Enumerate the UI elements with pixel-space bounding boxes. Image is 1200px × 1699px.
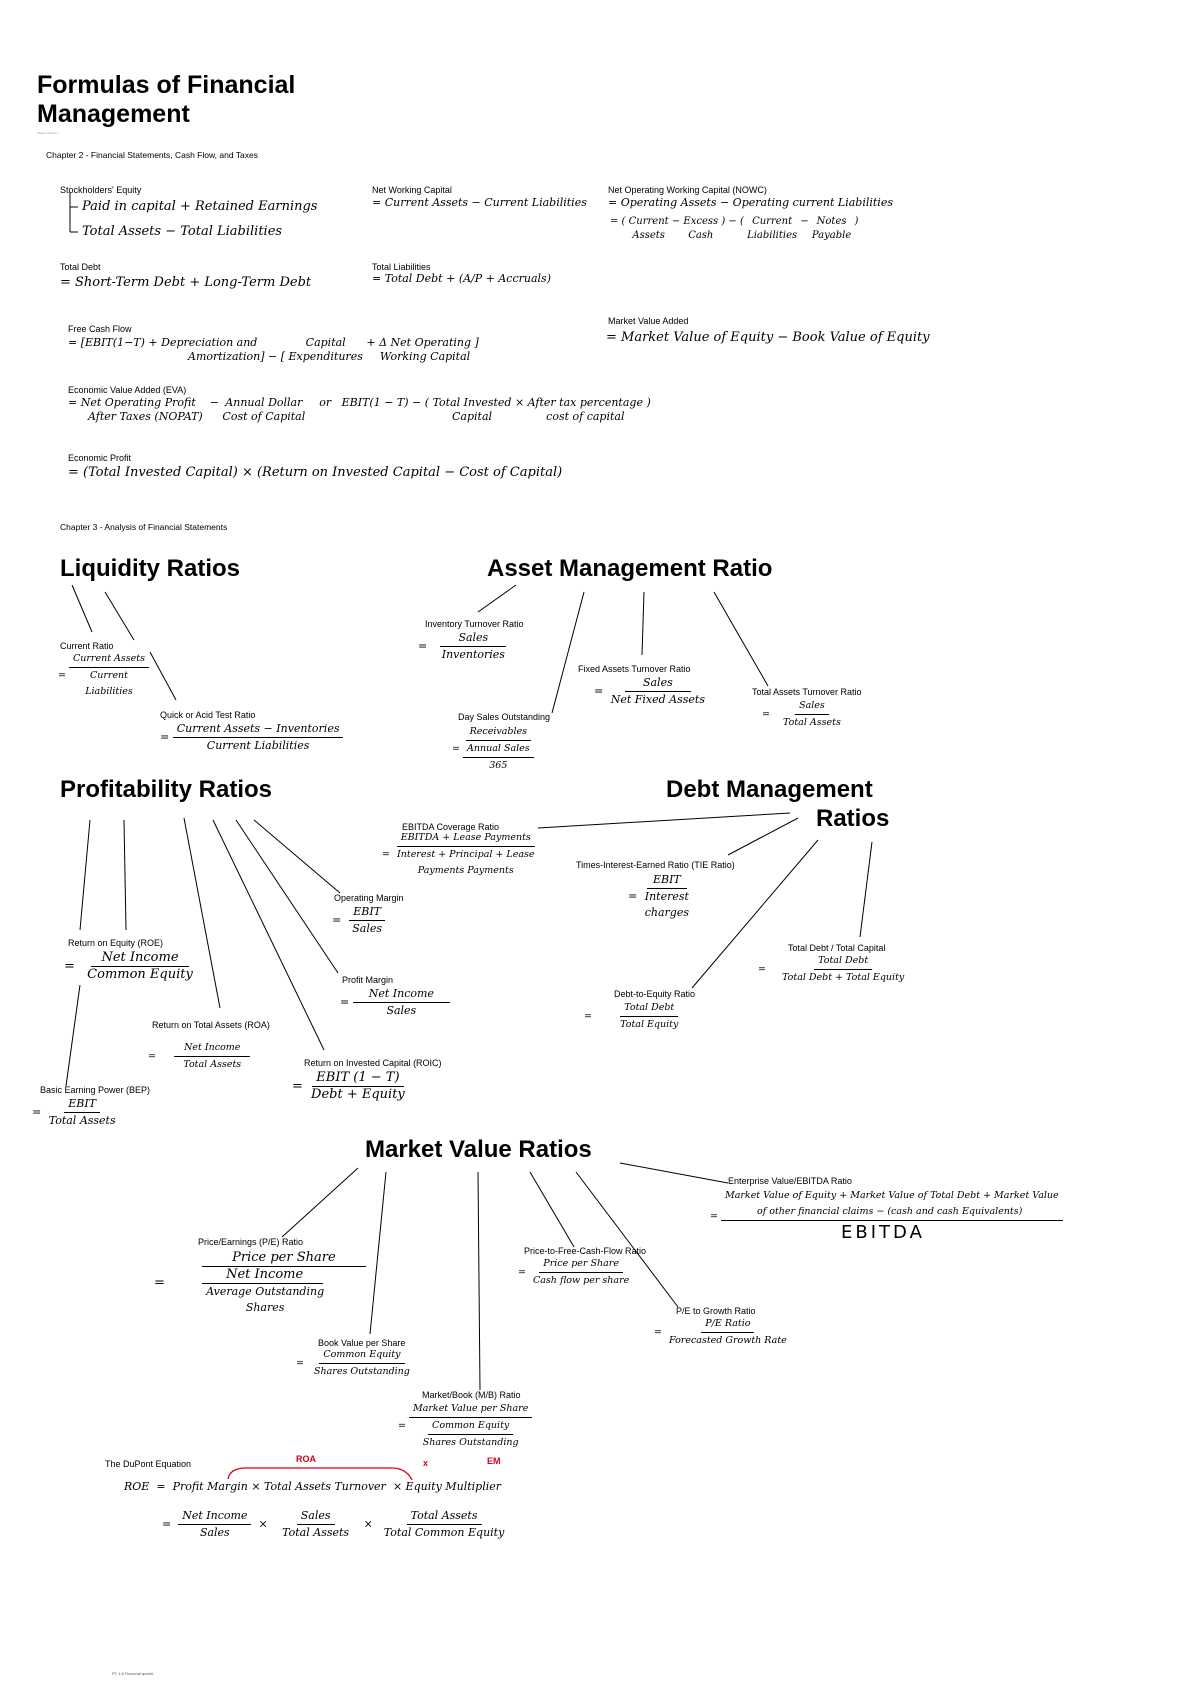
operating-margin-label: Operating Margin <box>334 893 404 903</box>
ebitda-coverage-label: EBITDA Coverage Ratio <box>402 822 500 832</box>
debt-management-title-1: Debt Management <box>666 776 873 803</box>
page-title: Formulas of Financial Management <box>37 71 317 129</box>
peg-label: P/E to Growth Ratio <box>676 1306 756 1316</box>
dupont-roa-brace <box>227 1467 413 1481</box>
tie-label: Times-Interest-Earned Ratio (TIE Ratio) <box>576 860 735 870</box>
total-debt-total-capital-label: Total Debt / Total Capital <box>788 943 886 953</box>
chapter-3-heading: Chapter 3 - Analysis of Financial Statem… <box>60 522 228 532</box>
page-footer: PT 1.8 Financial quizlet <box>112 1671 154 1676</box>
mva-label: Market Value Added <box>608 316 689 326</box>
bvps-label: Book Value per Share <box>318 1338 406 1348</box>
asset-management-title: Asset Management Ratio <box>487 555 773 582</box>
debt-management-title-2: Ratios <box>816 805 890 832</box>
total-assets-turnover-label: Total Assets Turnover Ratio <box>752 687 862 697</box>
roe-label: Return on Equity (ROE) <box>68 938 164 948</box>
current-ratio-label: Current Ratio <box>60 641 114 651</box>
chapter-2-heading: Chapter 2 - Financial Statements, Cash F… <box>46 150 258 160</box>
dupont-x-mark: x <box>423 1458 429 1468</box>
se-label: Stockholders' Equity <box>60 185 142 195</box>
roic-label: Return on Invested Capital (ROIC) <box>304 1058 442 1068</box>
quick-ratio-label: Quick or Acid Test Ratio <box>160 710 256 720</box>
liquidity-title: Liquidity Ratios <box>60 555 240 582</box>
ev-ebitda-formula: = Market Value of Equity + Market Value … <box>710 1188 1063 1245</box>
ev-ebitda-label: Enterprise Value/EBITDA Ratio <box>728 1176 852 1186</box>
se-formula-2: Total Assets − Total Liabilities <box>82 224 283 239</box>
fcf-label: Free Cash Flow <box>68 324 132 334</box>
roa-label: Return on Total Assets (ROA) <box>152 1020 270 1030</box>
profit-margin-label: Profit Margin <box>342 975 394 985</box>
fixed-assets-turnover-label: Fixed Assets Turnover Ratio <box>578 664 691 674</box>
dupont-roa-mark: ROA <box>296 1454 316 1464</box>
inventory-turnover-label: Inventory Turnover Ratio <box>425 619 524 629</box>
pe-label: Price/Earnings (P/E) Ratio <box>198 1237 304 1247</box>
profitability-title: Profitability Ratios <box>60 776 273 803</box>
page-title-text: Formulas of Financial Management <box>37 71 296 128</box>
dso-label: Day Sales Outstanding <box>458 712 551 722</box>
pfcf-label: Price-to-Free-Cash-Flow Ratio <box>524 1246 647 1256</box>
eva-label: Economic Value Added (EVA) <box>68 385 187 395</box>
se-bracket <box>69 192 78 233</box>
nowc-label: Net Operating Working Capital (NOWC) <box>608 185 767 195</box>
ep-label: Economic Profit <box>68 453 132 463</box>
nwc-formula: = Current Assets − Current Liabilities <box>372 196 587 209</box>
tl-label: Total Liabilities <box>372 262 431 272</box>
mb-label: Market/Book (M/B) Ratio <box>422 1390 521 1400</box>
tl-formula: = Total Debt + (A/P + Accruals) <box>372 272 551 285</box>
market-value-title: Market Value Ratios <box>365 1136 592 1163</box>
se-formula-1: Paid in capital + Retained Earnings <box>82 199 318 214</box>
ep-formula: = (Total Invested Capital) × (Return on … <box>68 465 563 480</box>
dupont-em-mark: EM <box>487 1456 501 1466</box>
roic-formula: = EBIT (1 − T)Debt + Equity <box>292 1070 405 1102</box>
td-formula: = Short-Term Debt + Long-Term Debt <box>60 275 312 290</box>
dupont-line-1: ROE = Profit Margin × Total Assets Turno… <box>124 1480 502 1493</box>
nowc-formula-1: = Operating Assets − Operating current L… <box>608 196 893 209</box>
page-subtitle: Study Guide for … <box>37 131 62 135</box>
bep-label: Basic Earning Power (BEP) <box>40 1085 151 1095</box>
mva-formula: = Market Value of Equity − Book Value of… <box>606 330 930 345</box>
debt-to-equity-label: Debt-to-Equity Ratio <box>614 989 696 999</box>
dupont-label: The DuPont Equation <box>105 1459 192 1469</box>
nwc-label: Net Working Capital <box>372 185 452 195</box>
td-label: Total Debt <box>60 262 101 272</box>
